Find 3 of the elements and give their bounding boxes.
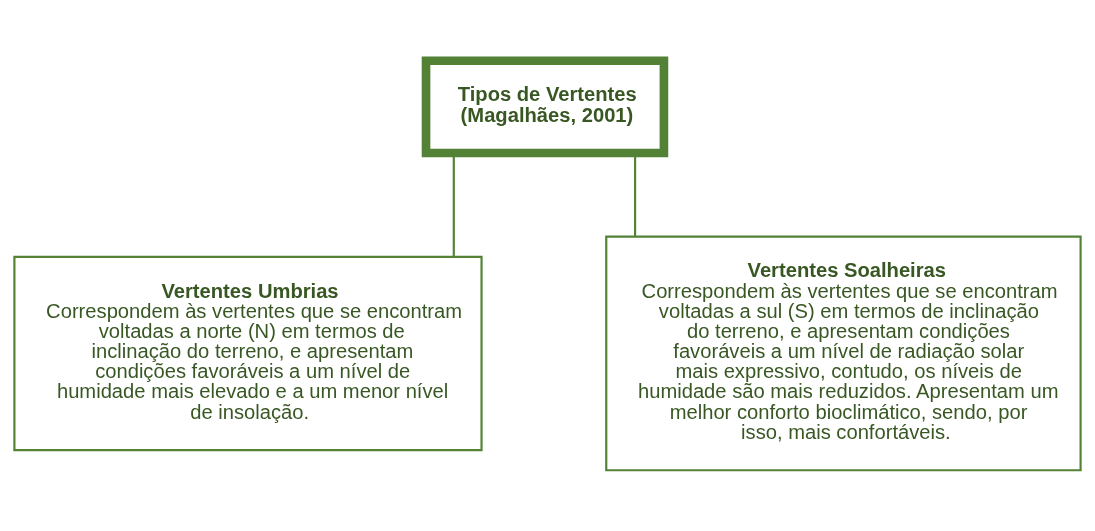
node-box: Vertentes Umbrias Correspondem às vertentes que se encontram voltadas a norte (N) em termos de inclinação do terreno, e apresentam condições favoráveis a um nível de humidade mais elevado e a um menor nível de insolação. [13, 255, 483, 452]
node-box: Vertentes Soalheiras Correspondem às vertentes que se encontram voltadas a sul (S) em termos de inclinação do terreno, e apresentam condições favoráveis a um nível de radiação solar mais expressivo, contudo, os níveis de humidade são mais reduzidos. Apresentam um melhor conforto bioclimático, sendo, por isso, mais confortáveis. [605, 235, 1082, 472]
node-box: Tipos de Vertentes (Magalhães, 2001) [421, 56, 669, 158]
